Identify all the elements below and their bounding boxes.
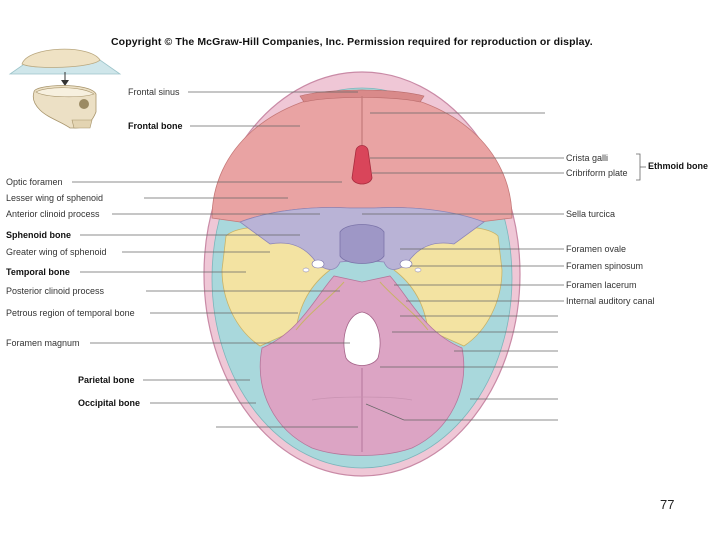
label-optic-foramen: Optic foramen <box>6 177 63 188</box>
label-frontal-bone: Frontal bone <box>128 121 183 132</box>
label-ethmoid-bone: Ethmoid bone <box>648 161 708 172</box>
label-sphenoid-bone: Sphenoid bone <box>6 230 71 241</box>
label-foramen-magnum: Foramen magnum <box>6 338 80 349</box>
label-occipital-bone: Occipital bone <box>78 398 140 409</box>
page-number: 77 <box>660 497 674 512</box>
label-crista-galli: Crista galli <box>566 153 608 164</box>
label-foramen-ovale: Foramen ovale <box>566 244 626 255</box>
label-posterior-clinoid: Posterior clinoid process <box>6 286 104 297</box>
skull-thumbnail <box>10 49 120 128</box>
label-internal-auditory-canal: Internal auditory canal <box>566 296 655 307</box>
label-temporal-bone: Temporal bone <box>6 267 70 278</box>
label-greater-wing-sphenoid: Greater wing of sphenoid <box>6 247 107 258</box>
label-parietal-bone: Parietal bone <box>78 375 135 386</box>
label-foramen-lacerum: Foramen lacerum <box>566 280 637 291</box>
label-cribriform-plate: Cribriform plate <box>566 168 628 179</box>
label-sella-turcica: Sella turcica <box>566 209 615 220</box>
label-lesser-wing-sphenoid: Lesser wing of sphenoid <box>6 193 103 204</box>
label-anterior-clinoid: Anterior clinoid process <box>6 209 100 220</box>
label-frontal-sinus: Frontal sinus <box>128 87 180 98</box>
label-petrous-region: Petrous region of temporal bone <box>6 308 135 319</box>
label-foramen-spinosum: Foramen spinosum <box>566 261 643 272</box>
